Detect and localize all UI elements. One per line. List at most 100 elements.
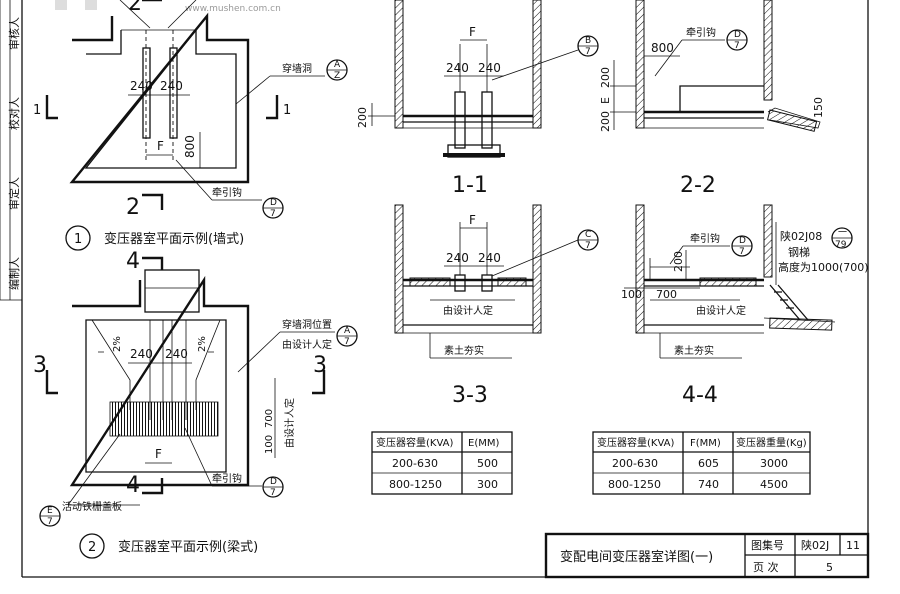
sec44-dim-700: 700 xyxy=(656,288,677,301)
side-panel-line-1: 编制人 xyxy=(7,257,21,290)
plan1-dim-800: 800 xyxy=(183,135,197,158)
plan2-callout-hole-1: 穿墙洞位置 xyxy=(282,318,332,331)
plan2-dim-240a: 240 xyxy=(130,347,153,361)
sec33-soil: 素土夯实 xyxy=(444,344,484,357)
sec11-dim-240b: 240 xyxy=(478,61,501,75)
table-f-row1-cap: 200-630 xyxy=(612,457,658,470)
title-block-atlas-value: 陕02J xyxy=(801,538,829,552)
table-f-header-capacity: 变压器容量(KVA) xyxy=(597,436,675,449)
sec44-soil: 素土夯实 xyxy=(674,344,714,357)
sec11-dim-f: F xyxy=(469,25,476,39)
sec44-title: 4-4 xyxy=(682,383,718,408)
plan1-cut-2-top: 2 xyxy=(128,0,142,16)
sec44-ref-top: D xyxy=(739,236,746,246)
sec22-dim-e: E xyxy=(599,97,612,104)
table-f-row1-f: 605 xyxy=(698,457,719,470)
sec44-ladder-height: 高度为1000(700) xyxy=(778,260,869,274)
sec44-ladder: 钢梯 xyxy=(788,246,810,259)
plan1-cut-2-bottom: 2 xyxy=(126,195,140,220)
table-f-row2-f: 740 xyxy=(698,478,719,491)
plan2-cut-3-left: 3 xyxy=(33,353,47,378)
table-e: 变压器容量(KVA) E(MM) 200-630 500 800-1250 30… xyxy=(371,431,513,495)
table-e-row1-cap: 200-630 xyxy=(392,457,438,470)
sec22-ref-bottom: 7 xyxy=(734,41,740,51)
plan2-callout-hole-2: 由设计人定 xyxy=(282,338,332,351)
plan2-dim-240b: 240 xyxy=(165,347,188,361)
sec22-title: 2-2 xyxy=(680,173,716,198)
sec11-dim-200: 200 xyxy=(356,107,369,128)
title-block-atlas-label: 图集号 xyxy=(751,538,784,552)
sec33-dim-240b: 240 xyxy=(478,251,501,265)
plan1-dim-f: F xyxy=(157,139,164,153)
plan1-cut-1-left: 1 xyxy=(33,103,41,118)
table-e-header-e: E(MM) xyxy=(468,438,499,449)
plan1-dim-240b: 240 xyxy=(160,79,183,93)
table-f: 变压器容量(KVA) F(MM) 变压器重量(Kg) 200-630 605 3… xyxy=(592,431,811,495)
plan2-caption-number: 2 xyxy=(88,540,96,555)
sec11-ref-top: B xyxy=(585,36,591,46)
sec22-dim-200b: 200 xyxy=(599,111,612,132)
sec44-note: 由设计人定 xyxy=(696,304,746,317)
plan1-callout-ref-top: A xyxy=(334,60,341,70)
plan1-callout-hook: 牵引钩 xyxy=(212,187,242,199)
plan2-callout-hook: 牵引钩 xyxy=(212,473,242,485)
sec22-dim-150: 150 xyxy=(812,97,825,118)
plan1-cut-1-right: 1 xyxy=(283,103,291,118)
sec11-title: 1-1 xyxy=(452,173,488,198)
plan2-hole-ref-top: A xyxy=(344,326,351,336)
title-block-page-value: 5 xyxy=(826,561,833,574)
plan2-cut-3-right: 3 xyxy=(313,353,327,378)
sec44-std-code: 陕02J08 xyxy=(780,229,822,243)
side-panel-line-2: 审定人 xyxy=(7,177,21,210)
plan-wall-type: 240 240 800 F 1 1 2 2 穿墙洞 A Z 牵引钩 D 7 1 … xyxy=(33,0,348,251)
sec11-dim-240a: 240 xyxy=(446,61,469,75)
sec33-dim-f: F xyxy=(469,213,476,227)
section-2-2: 800 200 E 200 150 牵引钩 D 7 2-2 xyxy=(599,0,825,198)
plan2-vertical-note: 由设计人定 xyxy=(283,398,296,448)
plan2-dim-f: F xyxy=(155,447,162,461)
table-f-row1-w: 3000 xyxy=(760,457,788,470)
plan2-dim-700: 700 xyxy=(264,409,275,428)
table-e-row1-e: 500 xyxy=(477,457,498,470)
sec22-dim-200a: 200 xyxy=(599,67,612,88)
plan1-callout-wall-hole: 穿墙洞 xyxy=(282,62,312,75)
plan2-slope-left: 2% xyxy=(112,336,123,352)
sec44-ref-bottom: 7 xyxy=(739,247,745,257)
sec44-dim-100: 100 xyxy=(621,288,642,301)
table-f-header-f: F(MM) xyxy=(690,438,721,449)
sec33-title: 3-3 xyxy=(452,383,488,408)
section-1-1: F 240 240 200 B 7 1-1 xyxy=(356,0,599,198)
sec33-dim-240a: 240 xyxy=(446,251,469,265)
plan2-grate-ref-bottom: 7 xyxy=(47,517,53,527)
section-4-4: 200 100 700 由设计人定 牵引钩 D 7 陕02J08 一 79 钢梯… xyxy=(621,204,869,408)
side-panel-line-4: 审核人 xyxy=(7,17,21,50)
plan2-cut-4-top: 4 xyxy=(126,249,140,274)
table-f-header-weight: 变压器重量(Kg) xyxy=(736,436,807,449)
plan2-caption: 变压器室平面示例(梁式) xyxy=(118,539,258,555)
title-block: 变配电间变压器室详图(一) 图集号 陕02J 11 页 次 5 xyxy=(544,532,870,579)
sec33-ref-top: C xyxy=(585,230,591,240)
plan1-caption: 变压器室平面示例(墙式) xyxy=(104,231,244,247)
section-3-3: F 240 240 由设计人定 C 7 素土夯实 3-3 xyxy=(394,204,599,408)
table-f-row2-cap: 800-1250 xyxy=(608,478,661,491)
watermark: www.mushen.com.cn xyxy=(185,4,281,14)
plan1-hook-ref-top: D xyxy=(270,198,277,208)
sec33-note: 由设计人定 xyxy=(443,304,493,317)
table-e-row2-e: 300 xyxy=(477,478,498,491)
title-block-title: 变配电间变压器室详图(一) xyxy=(560,549,713,565)
plan1-caption-number: 1 xyxy=(74,232,82,247)
side-panel-line-3: 校对人 xyxy=(7,97,21,130)
table-f-row2-w: 4500 xyxy=(760,478,788,491)
table-e-header-capacity: 变压器容量(KVA) xyxy=(376,436,454,449)
plan2-callout-grate: 活动铁栅盖板 xyxy=(62,500,122,513)
plan1-hook-ref-bottom: 7 xyxy=(270,209,276,219)
sec11-ref-bottom: 7 xyxy=(585,47,591,57)
plan2-hole-ref-bottom: 7 xyxy=(344,337,350,347)
title-block-page-label: 页 次 xyxy=(753,560,779,574)
sec33-ref-bottom: 7 xyxy=(585,241,591,251)
plan1-callout-ref-bottom: Z xyxy=(334,71,340,81)
sec44-std-ref-top: 一 xyxy=(838,228,847,238)
side-panel: 编制人 审定人 校对人 审核人 xyxy=(7,17,21,290)
plan1-dim-240a: 240 xyxy=(130,79,153,93)
